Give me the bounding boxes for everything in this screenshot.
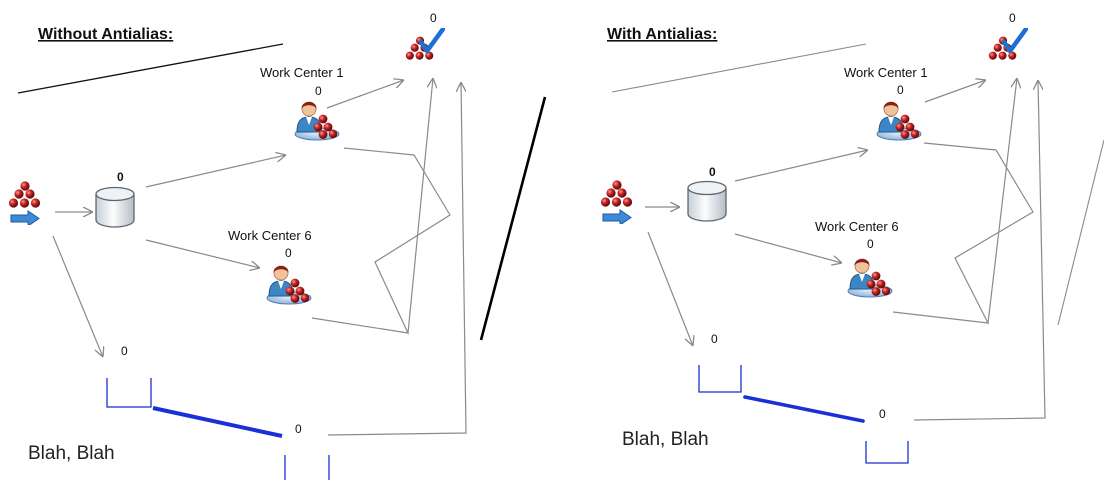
queue-icon: [865, 441, 909, 464]
work-center-6-count: 0: [867, 237, 874, 251]
store-icon: [687, 180, 727, 222]
exit-icon: [989, 29, 1026, 60]
connector-entry-to-queue1: [647, 231, 693, 346]
queue-icon: [106, 378, 152, 408]
queue-link-line: [152, 406, 283, 438]
exit-icon: [406, 29, 443, 60]
worker-icon: [847, 258, 893, 298]
entry-icon: [601, 180, 632, 225]
connector-store-to-wc1: [734, 150, 868, 182]
store-icon: [95, 186, 135, 228]
queue-icon: [698, 365, 742, 393]
panel-without-antialias: Without Antialias: Work Center 1 0 Work …: [9, 11, 547, 480]
panel-title: Without Antialias:: [38, 26, 173, 43]
work-center-1-label: Work Center 1: [260, 65, 344, 80]
exit-count: 0: [430, 11, 437, 25]
queue-icon: [284, 455, 330, 480]
panel-with-antialias: With Antialias: Work Center 1 0 Work Cen…: [601, 11, 1104, 464]
connector-queue2-to-exit: [327, 82, 467, 436]
diagonal-line: [479, 96, 547, 341]
connector-store-to-wc6: [145, 239, 260, 268]
connector-wc6-to-path: [892, 311, 989, 324]
worker-icon: [266, 265, 312, 305]
note-text: Blah, Blah: [28, 443, 115, 464]
connectors: [52, 78, 467, 436]
queue-link-line: [743, 395, 865, 423]
work-center-6-label: Work Center 6: [815, 219, 899, 234]
worker-icon: [876, 101, 922, 141]
entry-icon: [9, 181, 40, 226]
store-count: 0: [117, 170, 124, 184]
diagonal-line: [611, 43, 867, 93]
connector-store-to-wc6: [734, 233, 842, 263]
connector-queue2-to-exit: [913, 80, 1046, 421]
work-center-1-label: Work Center 1: [844, 65, 928, 80]
work-center-1-count: 0: [315, 84, 322, 98]
work-center-1-count: 0: [897, 83, 904, 97]
queue-1-count: 0: [711, 332, 718, 346]
exit-count: 0: [1009, 11, 1016, 25]
work-center-6-count: 0: [285, 246, 292, 260]
panel-title: With Antialias:: [607, 26, 717, 43]
connector-wc1-to-exit: [326, 80, 404, 109]
queue-2-count: 0: [879, 407, 886, 421]
worker-icon: [294, 101, 340, 141]
store-count: 0: [709, 165, 716, 179]
connector-wc6-to-path: [311, 317, 409, 334]
connector-wc1-to-exit: [924, 80, 986, 103]
queue-2-count: 0: [295, 422, 302, 436]
queue-1-count: 0: [121, 344, 128, 358]
diagonal-line: [1057, 139, 1104, 326]
connectors: [645, 78, 1046, 421]
connector-wc1-path: [343, 78, 451, 336]
connector-store-to-wc1: [145, 155, 286, 188]
connector-wc1-path: [923, 78, 1034, 326]
connector-entry-to-queue1: [52, 235, 103, 357]
diagonal-line: [17, 43, 284, 94]
note-text: Blah, Blah: [622, 429, 709, 450]
work-center-6-label: Work Center 6: [228, 228, 312, 243]
